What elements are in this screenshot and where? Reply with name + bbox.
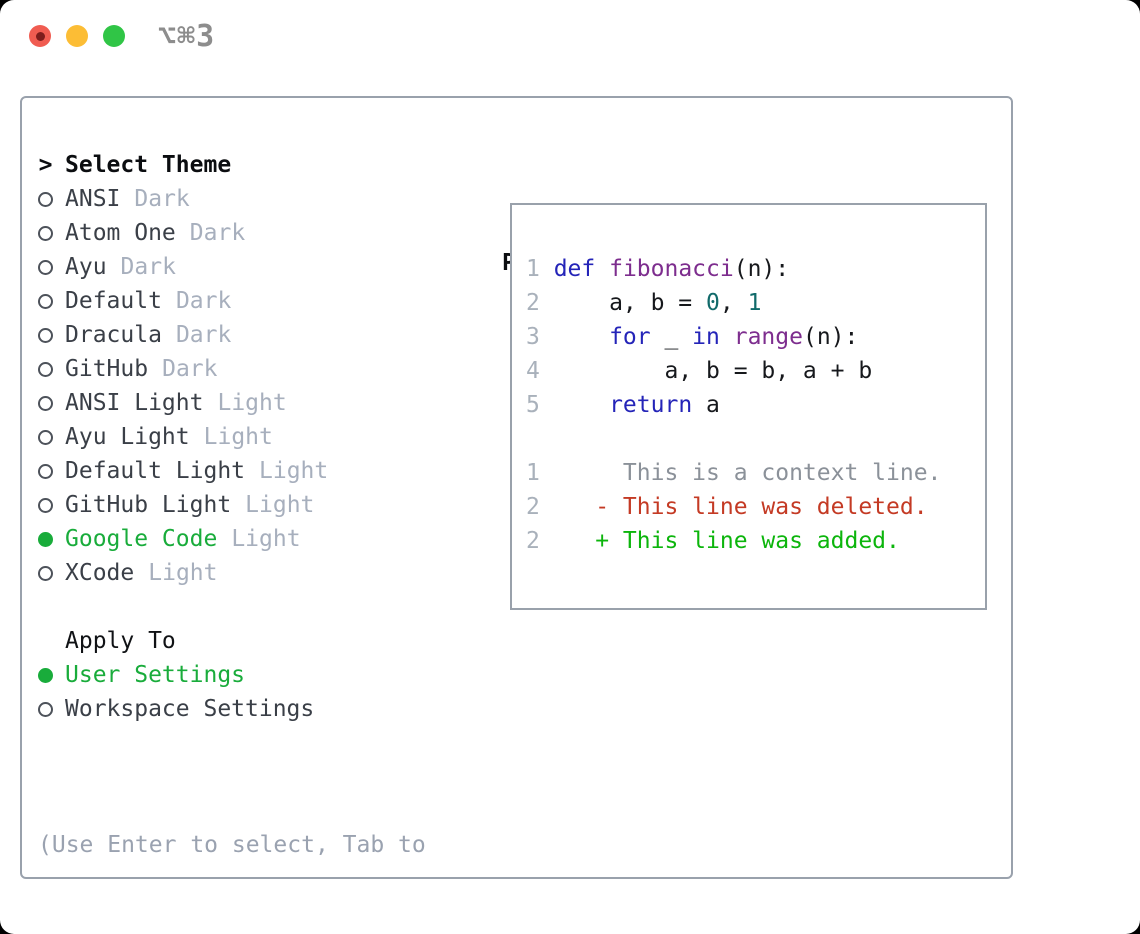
minimize-button[interactable] — [66, 25, 88, 47]
close-dot-icon — [35, 31, 45, 41]
theme-name: Default — [65, 288, 162, 314]
theme-name: Ayu Light — [65, 424, 190, 450]
theme-option-ayu-dark[interactable]: Ayu Dark — [38, 250, 426, 284]
traffic-lights — [29, 25, 125, 47]
theme-list: > Select Theme ANSI Dark Atom One Dark A… — [38, 148, 426, 934]
theme-variant: Light — [217, 390, 287, 416]
theme-name: ANSI Light — [65, 390, 204, 416]
theme-variant: Dark — [175, 288, 232, 314]
hint-line-1: (Use Enter to select, Tab to — [38, 832, 426, 858]
section-gap — [38, 590, 426, 624]
zoom-button[interactable] — [103, 25, 125, 47]
keyboard-hint: (Use Enter to select, Tab to change focu… — [38, 760, 426, 934]
line-number: 2 — [526, 290, 540, 316]
apply-option-user-settings[interactable]: User Settings — [38, 658, 426, 692]
code-line: 4 a, b = b, a + b — [526, 358, 873, 384]
radio-icon — [38, 395, 53, 411]
theme-option-google-code-light[interactable]: Google Code Light — [38, 522, 426, 556]
theme-option-default-light[interactable]: Default Light Light — [38, 454, 426, 488]
theme-name: XCode — [65, 560, 135, 586]
radio-icon — [38, 497, 53, 513]
theme-name: Default Light — [65, 458, 246, 484]
code-line: 3 for _ in range(n): — [526, 324, 859, 350]
theme-option-atom-one-dark[interactable]: Atom One Dark — [38, 216, 426, 250]
radio-icon — [38, 701, 53, 717]
theme-name: Google Code — [65, 526, 218, 552]
radio-icon — [38, 327, 53, 343]
radio-icon — [38, 429, 53, 445]
theme-variant: Light — [231, 526, 301, 552]
theme-option-ansi-light[interactable]: ANSI Light Light — [38, 386, 426, 420]
apply-option-label: User Settings — [65, 662, 246, 688]
theme-variant: Dark — [175, 322, 232, 348]
theme-option-xcode-light[interactable]: XCode Light — [38, 556, 426, 590]
radio-icon — [38, 225, 53, 241]
theme-name: Dracula — [65, 322, 162, 348]
theme-option-github-dark[interactable]: GitHub Dark — [38, 352, 426, 386]
line-number: 1 — [526, 460, 540, 486]
apply-option-label: Workspace Settings — [65, 696, 315, 722]
theme-variant: Light — [148, 560, 218, 586]
radio-icon — [38, 293, 53, 309]
apply-to-header: Apply To — [38, 624, 426, 658]
radio-icon — [38, 463, 53, 479]
line-number: 5 — [526, 392, 540, 418]
theme-variant: Light — [245, 492, 315, 518]
line-number: 3 — [526, 324, 540, 350]
radio-icon — [38, 191, 53, 207]
theme-name: Atom One — [65, 220, 176, 246]
radio-icon — [38, 565, 53, 581]
theme-variant: Dark — [134, 186, 190, 212]
theme-option-github-light[interactable]: GitHub Light Light — [38, 488, 426, 522]
radio-icon — [38, 361, 53, 377]
theme-name: ANSI — [65, 186, 121, 212]
hint-line-2: change focus) — [38, 930, 426, 934]
titlebar: ⌥⌘3 — [0, 0, 1140, 72]
diff-added-line: 2 + This line was added. — [526, 528, 900, 554]
radio-selected-icon — [38, 531, 53, 547]
close-button[interactable] — [29, 25, 51, 47]
theme-option-default-dark[interactable]: Default Dark — [38, 284, 426, 318]
code-line: 2 a, b = 0, 1 — [526, 290, 762, 316]
line-number: 2 — [526, 528, 540, 554]
code-line: 5 return a — [526, 392, 720, 418]
theme-variant: Light — [259, 458, 329, 484]
blank-line — [526, 422, 985, 456]
theme-variant: Light — [203, 424, 273, 450]
theme-name: Ayu — [65, 254, 107, 280]
theme-selector-panel: > Select Theme ANSI Dark Atom One Dark A… — [20, 96, 1013, 879]
theme-option-ansi-dark[interactable]: ANSI Dark — [38, 182, 426, 216]
diff-deleted-line: 2 - This line was deleted. — [526, 494, 928, 520]
line-number: 4 — [526, 358, 540, 384]
window-title: ⌥⌘3 — [158, 18, 216, 54]
diff-context-line: 1 This is a context line. — [526, 460, 942, 486]
apply-option-workspace-settings[interactable]: Workspace Settings — [38, 692, 426, 726]
theme-name: GitHub Light — [65, 492, 232, 518]
line-number: 2 — [526, 494, 540, 520]
theme-name: GitHub — [65, 356, 149, 382]
theme-variant: Dark — [120, 254, 176, 280]
radio-selected-icon — [38, 667, 53, 683]
radio-icon — [38, 259, 53, 275]
line-number: 1 — [526, 256, 540, 282]
select-theme-title: Select Theme — [65, 152, 232, 178]
focus-caret-icon: > — [38, 152, 53, 178]
theme-option-dracula-dark[interactable]: Dracula Dark — [38, 318, 426, 352]
apply-to-title: Apply To — [65, 628, 176, 654]
theme-variant: Dark — [162, 356, 218, 382]
theme-option-ayu-light[interactable]: Ayu Light Light — [38, 420, 426, 454]
select-theme-header: > Select Theme — [38, 148, 426, 182]
theme-variant: Dark — [189, 220, 246, 246]
